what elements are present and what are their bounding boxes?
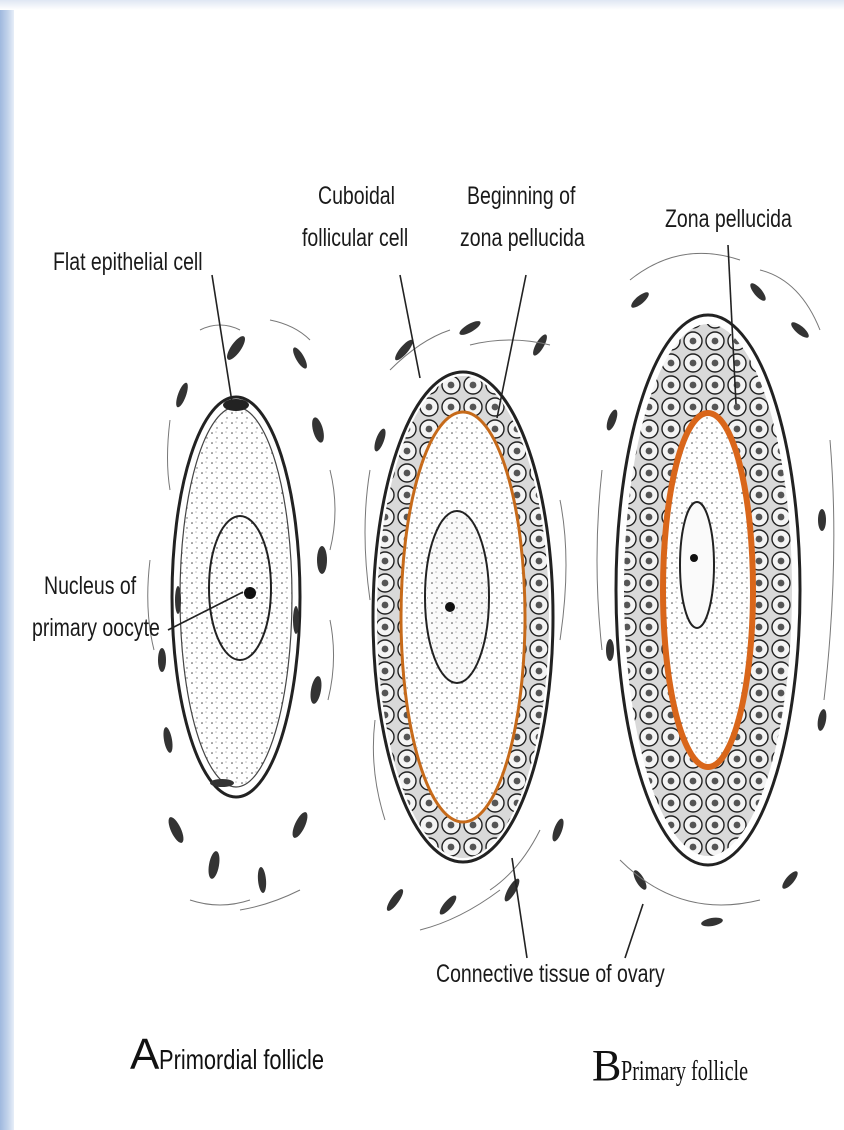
- label-flat-epithelial-cell: Flat epithelial cell: [53, 248, 203, 276]
- early-primary-follicle: [365, 319, 566, 930]
- label-beginning-line2: zona pellucida: [460, 224, 585, 252]
- caption-text-a: Primordial follicle: [159, 1044, 324, 1076]
- leader-connective-1: [512, 858, 527, 958]
- label-cuboidal-line2: follicular cell: [302, 224, 408, 252]
- label-cuboidal-line1: Cuboidal: [318, 182, 395, 210]
- caption-text-b: Primary follicle: [621, 1056, 748, 1088]
- caption-primordial-follicle: APrimordial follicle: [130, 1030, 371, 1080]
- label-zona-pellucida: Zona pellucida: [665, 205, 792, 233]
- leader-cuboidal: [400, 275, 420, 378]
- leader-connective-2: [625, 904, 643, 958]
- label-beginning-line1: Beginning of: [467, 182, 575, 210]
- label-connective-tissue: Connective tissue of ovary: [436, 960, 665, 988]
- flat-epithelial-cell: [223, 399, 249, 411]
- nucleolus-b: [445, 602, 455, 612]
- primordial-follicle: [148, 320, 335, 910]
- nucleolus-a: [244, 587, 256, 599]
- caption-primary-follicle: BPrimary follicle: [592, 1040, 798, 1091]
- label-nucleus-line2: primary oocyte: [32, 614, 160, 642]
- label-nucleus-line1: Nucleus of: [44, 572, 136, 600]
- leader-beginning-zona: [497, 275, 526, 418]
- late-primary-follicle: [597, 253, 834, 928]
- leader-flat-epithelial: [212, 275, 232, 402]
- nucleus-a: [209, 516, 271, 660]
- nucleus-c: [680, 502, 714, 628]
- nucleolus-c: [690, 554, 698, 562]
- caption-letter-a: A: [130, 1030, 159, 1079]
- caption-letter-b: B: [592, 1041, 621, 1090]
